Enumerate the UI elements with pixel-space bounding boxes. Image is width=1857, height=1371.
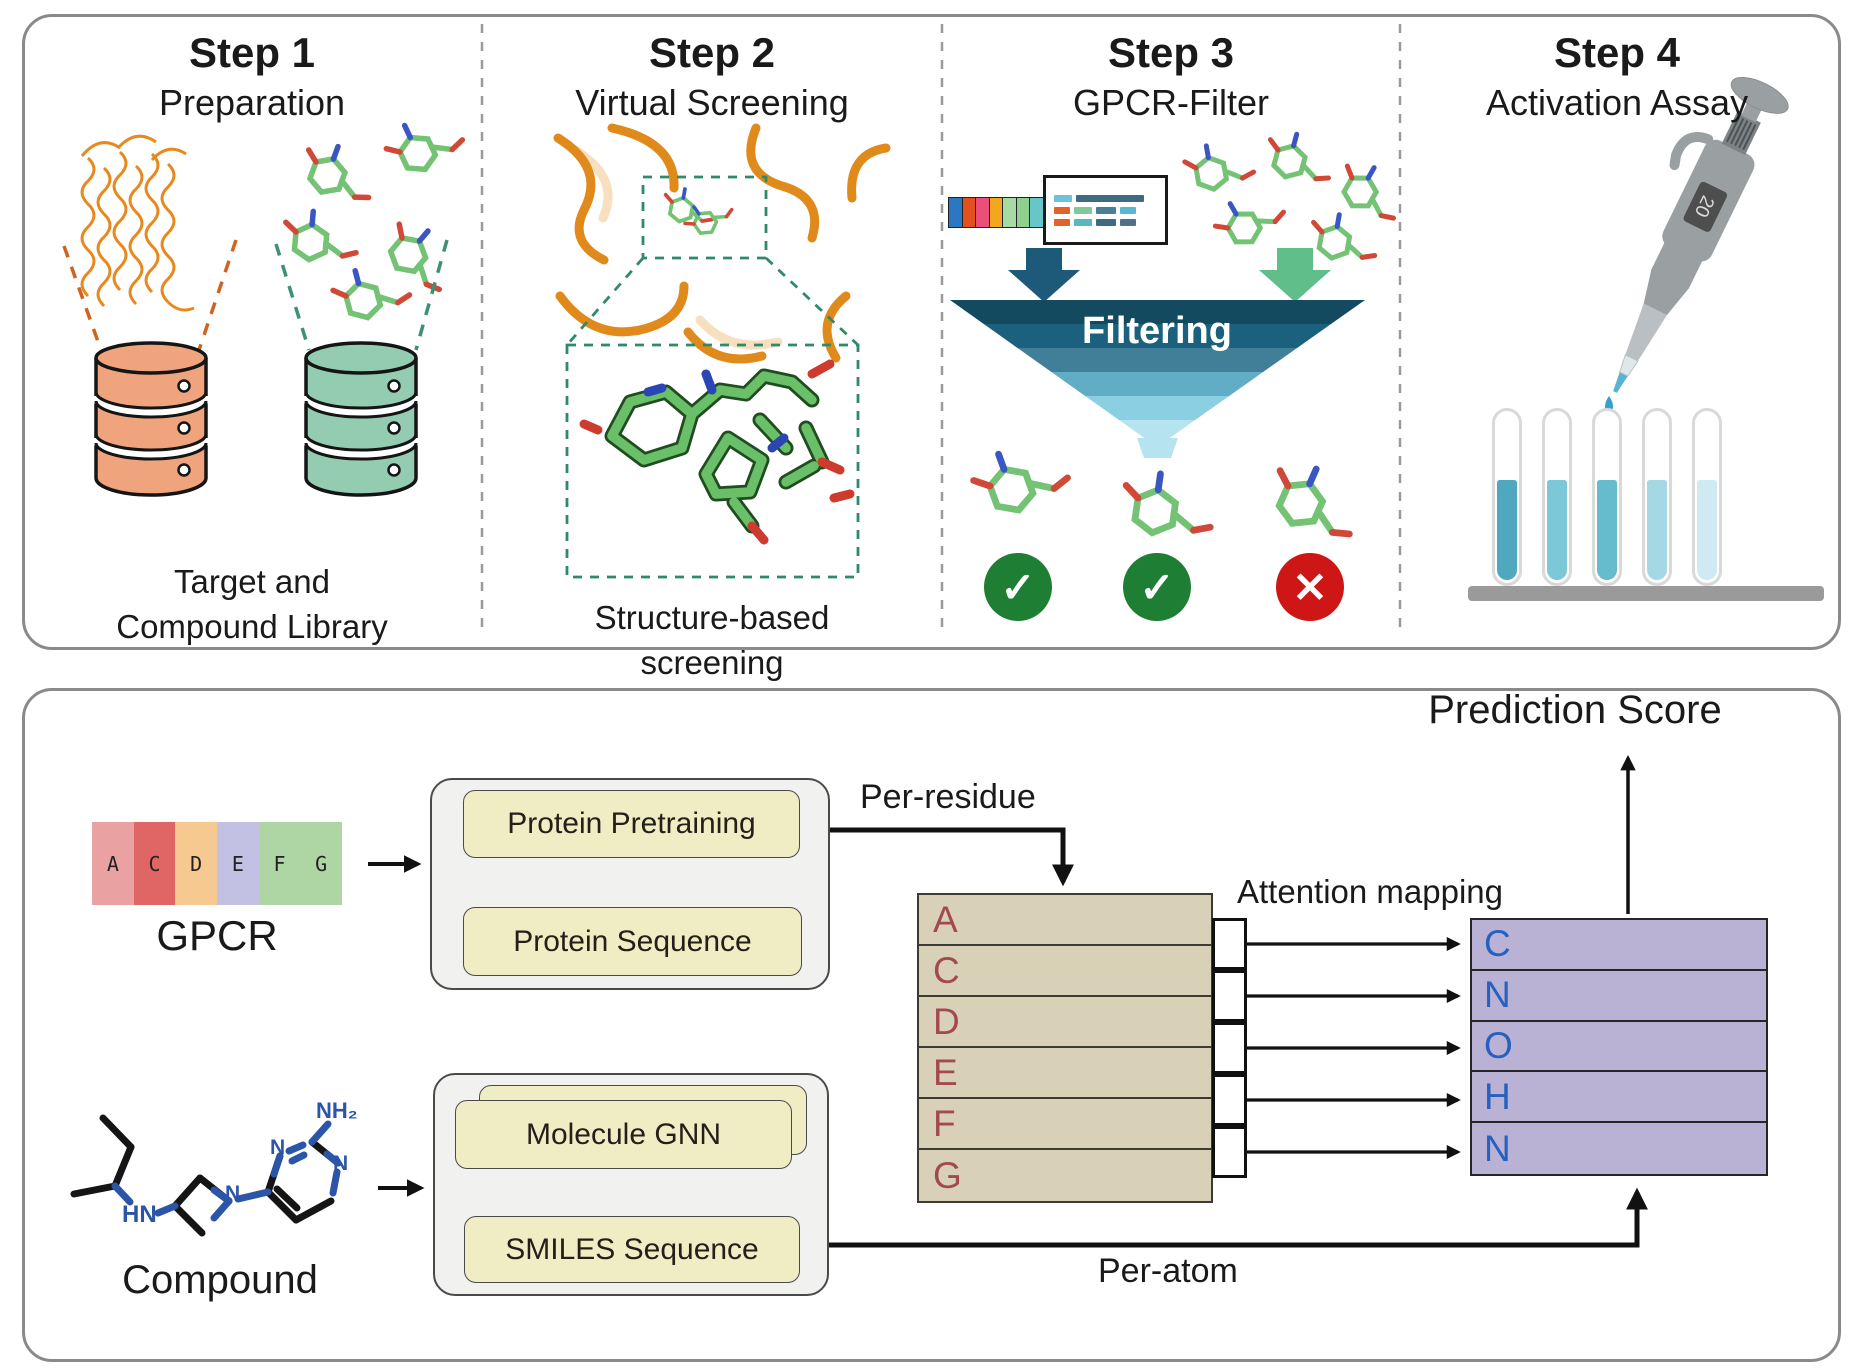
attention-bracket	[1212, 918, 1247, 970]
prediction-score-label: Prediction Score	[1428, 688, 1722, 732]
check-icon: ✓	[984, 553, 1052, 621]
step1-caption: Target and Compound Library	[92, 560, 412, 649]
residue-letter: F	[933, 1102, 956, 1144]
target-funnel-dashes	[62, 239, 449, 351]
tube-liquid	[1597, 480, 1617, 580]
atom-letter: N	[1484, 974, 1511, 1016]
atom-letter: H	[1484, 1075, 1511, 1117]
residue-letter: D	[933, 1000, 960, 1042]
step1-subtitle: Preparation	[158, 82, 346, 124]
tube-liquid	[1647, 480, 1667, 580]
step3-title: Step 3	[1107, 29, 1235, 76]
filter-arrow-blue-icon	[1008, 248, 1080, 302]
atom-letter: O	[1484, 1024, 1513, 1066]
zoom-dashes	[565, 175, 860, 579]
panel-dividers	[480, 24, 1402, 636]
cross-icon: ✕	[1276, 553, 1344, 621]
atom-label-hn: HN	[122, 1201, 157, 1228]
test-tube	[1542, 408, 1572, 586]
flow-arrows	[368, 754, 1649, 1248]
attention-bracket	[1212, 1074, 1247, 1126]
per-atom-label: Per-atom	[1098, 1252, 1238, 1290]
gpcr-block: A	[92, 822, 134, 905]
atom-row: N	[1472, 971, 1766, 1022]
step2-caption: Structure-based screening	[594, 599, 830, 681]
tube-liquid	[1697, 480, 1717, 580]
molecule-gnn-card: Molecule GNN	[455, 1100, 792, 1169]
residue-row: A	[919, 895, 1211, 946]
residue-letter: E	[933, 1051, 958, 1093]
step3-subtitle: GPCR-Filter	[1073, 82, 1269, 124]
gpcr-block: F	[258, 822, 301, 905]
attention-bracket	[1212, 1126, 1247, 1178]
atom-label-nh2: NH₂	[316, 1098, 358, 1123]
binding-pocket-illustration	[553, 123, 891, 364]
atom-table: C N O H N	[1470, 918, 1768, 1176]
per-residue-label: Per-residue	[860, 778, 1036, 816]
step2-subtitle: Virtual Screening	[575, 82, 849, 124]
target-database-icon	[96, 343, 206, 495]
atom-row: C	[1472, 920, 1766, 971]
molecule-module-box: Molecule GNN SMILES Sequence	[433, 1073, 829, 1296]
atom-row: N	[1472, 1123, 1766, 1174]
compound-label: Compound	[122, 1258, 318, 1302]
compound-structure-illustration: HN N N N NH₂	[70, 1098, 358, 1237]
atom-label-n2: N	[270, 1136, 285, 1159]
protein-module-box: Protein Pretraining Protein Sequence	[430, 778, 830, 990]
funnel-label: Filtering	[1082, 310, 1232, 352]
atom-label-n1: N	[225, 1182, 240, 1205]
step2-title: Step 2	[648, 29, 776, 76]
atom-label-n3: N	[333, 1152, 348, 1175]
gpcr-sequence-blocks: A C D E F G	[92, 822, 343, 905]
residue-row: D	[919, 997, 1211, 1048]
atom-row: O	[1472, 1022, 1766, 1073]
protein-sequence-card: Protein Sequence	[463, 907, 802, 976]
gpcr-block: D	[175, 822, 218, 905]
compound-molecules-illustration	[283, 106, 467, 324]
residue-letter: G	[933, 1154, 962, 1196]
docked-ligand-illustration	[579, 359, 855, 545]
attention-mapping-label: Attention mapping	[1237, 873, 1504, 910]
residue-letter: C	[933, 949, 960, 991]
step1-caption-line2: Compound Library	[116, 607, 388, 645]
residue-letter: A	[933, 898, 958, 940]
atom-letter: C	[1484, 923, 1511, 965]
gpcr-label: GPCR	[156, 912, 278, 959]
residue-table: A C D E F G	[917, 893, 1213, 1203]
tube-rack	[1468, 586, 1824, 601]
check-icon: ✓	[1123, 553, 1191, 621]
workflow-panel	[22, 14, 1841, 650]
test-tube	[1692, 408, 1722, 586]
step1-caption-line1: Target and	[174, 563, 330, 600]
compound-database-icon	[306, 343, 416, 495]
protein-pretraining-card: Protein Pretraining	[463, 790, 800, 858]
atom-letter: N	[1484, 1127, 1511, 1169]
gpcr-block: G	[300, 822, 343, 905]
filter-molecules-top	[1183, 128, 1411, 265]
gpcr-profile-strip-icon	[948, 197, 1045, 228]
tube-liquid	[1497, 480, 1517, 580]
pipette-icon: 20	[1613, 76, 1789, 393]
step4-title: Step 4	[1553, 29, 1681, 76]
residue-row: E	[919, 1048, 1211, 1099]
step4-subtitle: Activation Assay	[1485, 82, 1749, 124]
residue-row: C	[919, 946, 1211, 997]
filter-criteria-card-icon	[1043, 175, 1168, 245]
residue-row: F	[919, 1099, 1211, 1150]
residue-row: G	[919, 1150, 1211, 1201]
atom-row: H	[1472, 1072, 1766, 1124]
smiles-sequence-card: SMILES Sequence	[464, 1216, 800, 1283]
attention-bracket	[1212, 1022, 1247, 1074]
attention-bracket	[1212, 970, 1247, 1022]
target-protein-illustration	[80, 134, 195, 312]
gpcr-block: C	[133, 822, 176, 905]
step1-title: Step 1	[188, 29, 316, 76]
filter-arrow-green-icon	[1259, 248, 1331, 302]
test-tube	[1642, 408, 1672, 586]
test-tube	[1492, 408, 1522, 586]
test-tube	[1592, 408, 1622, 586]
gpcr-block: E	[217, 822, 259, 905]
tube-liquid	[1547, 480, 1567, 580]
